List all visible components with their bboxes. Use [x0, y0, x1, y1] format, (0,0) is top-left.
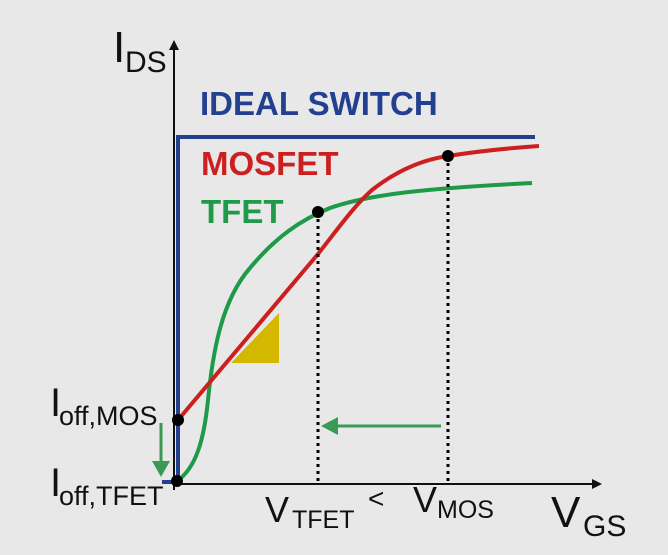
legend-mosfet: MOSFET [201, 145, 339, 182]
ioff-tfet-label-main: I [50, 461, 61, 505]
voltage-reduction-arrow-head [321, 417, 338, 435]
vmos-label-sub: MOS [437, 496, 494, 524]
legend-tfet: TFET [201, 193, 283, 230]
vtfet-label-main: V [265, 489, 289, 530]
vtfet-label-sub: TFET [292, 506, 355, 534]
x-axis-label-main: V [551, 488, 581, 537]
comparator-less-than: < [368, 483, 384, 514]
legend-ideal-switch: IDEAL SWITCH [200, 85, 438, 122]
x-axis-label-sub: GS [583, 510, 626, 543]
vmos-label-main: V [413, 479, 437, 520]
ioff-mos-label-sub: off,MOS [59, 401, 158, 431]
ioff-mos-label-main: I [50, 381, 61, 425]
mosfet-curve [176, 144, 540, 422]
y-axis-label-sub: DS [125, 46, 167, 79]
ideal-switch-curve [162, 135, 535, 484]
ioff-tfet-label-sub: off,TFET [59, 481, 164, 511]
vmos-marker [442, 150, 454, 162]
subthreshold-slope-triangle [231, 313, 279, 363]
ioff-tfet-marker [171, 475, 183, 487]
y-axis-label-main: I [113, 23, 125, 72]
ioff-mos-marker [172, 414, 184, 426]
tfet-curve [175, 181, 533, 483]
ioff-reduction-arrow-head [152, 461, 170, 477]
vtfet-marker [312, 206, 324, 218]
